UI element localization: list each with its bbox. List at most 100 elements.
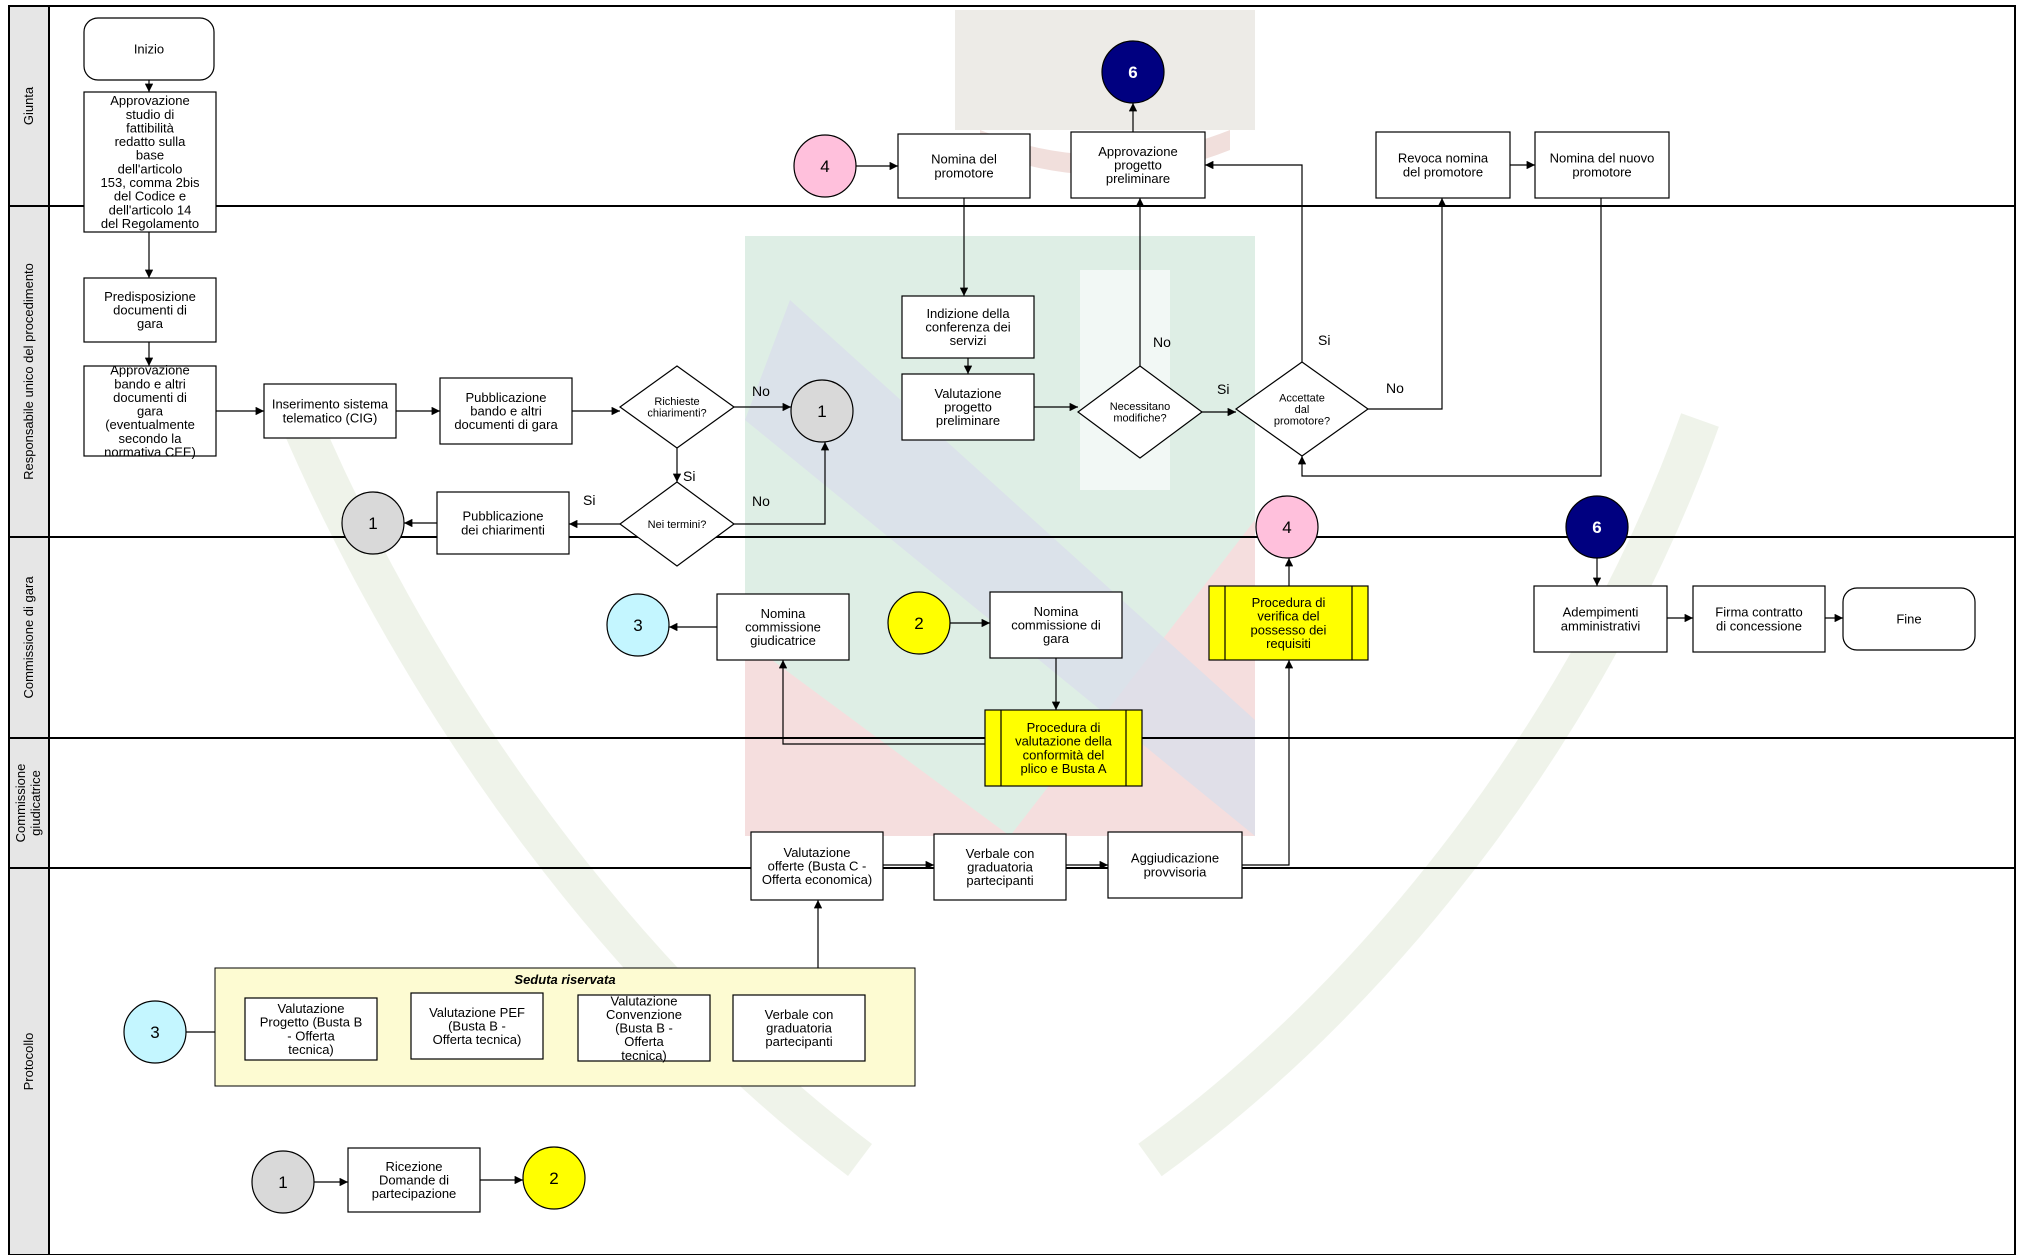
connector-c4-top: 4 [793, 134, 857, 198]
connector-number: 4 [820, 157, 829, 176]
edge-label: No [752, 383, 770, 399]
connector-number: 6 [1128, 63, 1137, 82]
connector-number: 2 [914, 614, 923, 633]
edge-label: Si [1217, 381, 1229, 397]
lane-comm_gara: Commissione di gara [8, 536, 2015, 739]
connector-number: 1 [368, 514, 377, 533]
node-label: Inizio [134, 42, 164, 57]
connector-c4-mid: 4 [1255, 495, 1319, 559]
lane-protocollo: Protocollo [8, 867, 2015, 1256]
edge-label: Si [583, 492, 595, 508]
node-inizio: Inizio [83, 17, 215, 81]
lane-giunta: Giunta [8, 5, 50, 207]
edge-label: No [1386, 380, 1404, 396]
connector-number: 2 [549, 1169, 558, 1188]
edge [778, 660, 985, 745]
edge [1297, 198, 1602, 477]
node-nei-termini: Nei termini? [618, 481, 736, 567]
connector-c2-mid: 2 [887, 591, 951, 655]
connector-c3-mid: 3 [606, 593, 670, 657]
lane-label-rup: Responsabile unico del procedimento [21, 263, 36, 480]
edges [144, 80, 1843, 1187]
group-title: Seduta riservata [514, 972, 615, 987]
edge [1242, 660, 1294, 866]
edge-label: No [1153, 334, 1171, 350]
connector-number: 6 [1592, 518, 1601, 537]
edge [734, 442, 830, 525]
edge [1205, 160, 1303, 362]
edge-label: Si [683, 468, 695, 484]
connector-c6-mid: 6 [1565, 495, 1629, 559]
node-label: Fine [1896, 612, 1921, 627]
connector-number: 1 [817, 402, 826, 421]
connector-c1-right: 1 [790, 379, 854, 443]
connector-number: 3 [150, 1023, 159, 1042]
connector-c1-prot: 1 [251, 1150, 315, 1214]
connector-number: 3 [633, 616, 642, 635]
edge-label: Si [1318, 332, 1330, 348]
lane-label-comm_gara: Commissione di gara [21, 576, 36, 699]
connector-c3-giud: 3 [123, 1000, 187, 1064]
edge-label: No [752, 493, 770, 509]
connector-number: 4 [1282, 518, 1291, 537]
connector-number: 1 [278, 1173, 287, 1192]
node-label: Valutazione PEF(Busta B -Offerta tecnica… [429, 1005, 525, 1047]
node-label: Nei termini? [648, 519, 707, 531]
lane-label-giunta: Giunta [21, 86, 36, 125]
connector-c1-left: 1 [341, 491, 405, 555]
